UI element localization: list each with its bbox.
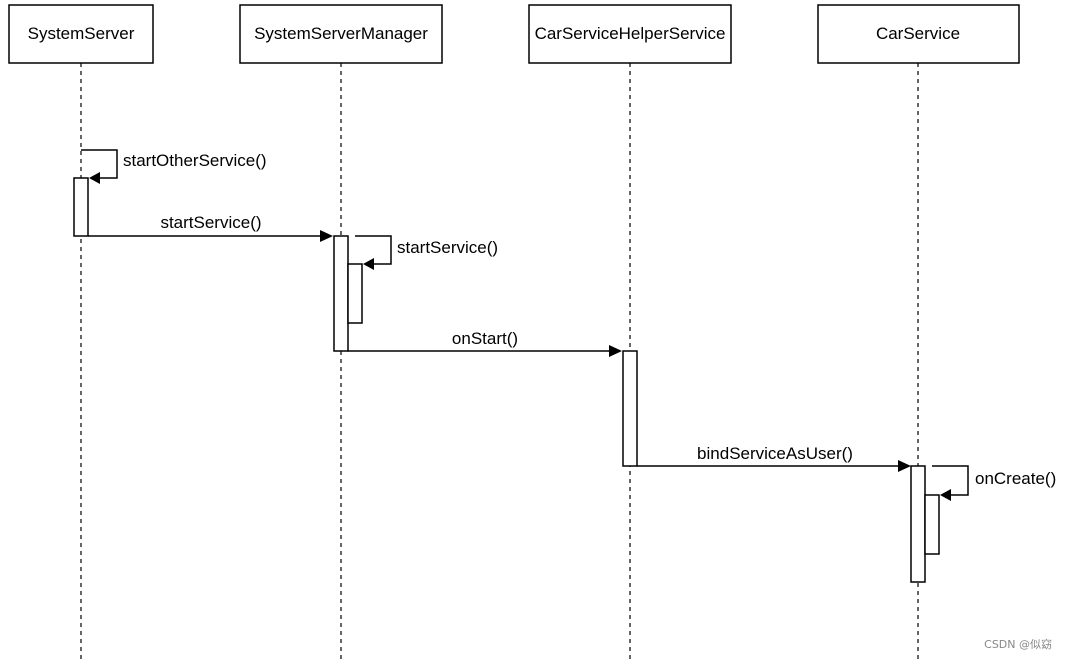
message-start-other-service: startOtherService() — [81, 149, 267, 184]
message-on-start: onStart() — [348, 329, 622, 357]
message-bind-service-as-user: bindServiceAsUser() — [637, 444, 911, 472]
activation-system-server-manager-nested — [347, 263, 363, 324]
participant-label: SystemServer — [28, 24, 135, 43]
participant-system-server: SystemServer — [8, 4, 154, 64]
message-on-create: onCreate() — [932, 465, 1056, 501]
participant-car-service-helper-service: CarServiceHelperService — [528, 4, 732, 64]
message-label: startService() — [160, 213, 261, 232]
message-label: bindServiceAsUser() — [697, 444, 853, 463]
activation-car-service-nested — [924, 494, 940, 555]
participant-label: SystemServerManager — [254, 24, 428, 43]
message-start-service: startService() — [88, 213, 333, 242]
activation-car-service — [910, 465, 926, 583]
participant-label: CarService — [876, 24, 960, 43]
participant-car-service: CarService — [817, 4, 1020, 64]
message-start-service-self: startService() — [355, 235, 498, 270]
message-label: startService() — [397, 238, 498, 257]
watermark: CSDN @似窈 — [984, 637, 1052, 651]
participant-label: CarServiceHelperService — [535, 24, 726, 43]
message-label: onStart() — [452, 329, 518, 348]
message-label: onCreate() — [975, 469, 1056, 488]
activation-system-server-manager — [333, 235, 349, 352]
activation-system-server — [73, 177, 89, 237]
participant-system-server-manager: SystemServerManager — [239, 4, 443, 64]
message-label: startOtherService() — [123, 151, 267, 170]
activation-car-service-helper-service — [622, 350, 638, 467]
